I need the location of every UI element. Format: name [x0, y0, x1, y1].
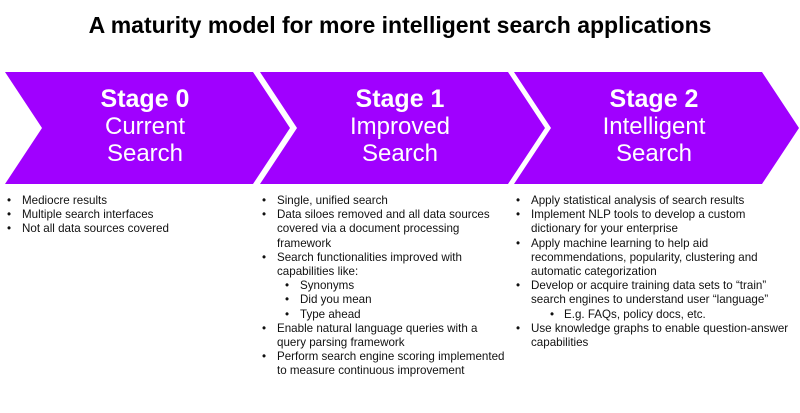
list-item: Synonyms [260, 279, 508, 293]
stage-0-bullets: Mediocre results Multiple search interfa… [5, 194, 245, 237]
stage-2-line1: Intelligent [602, 113, 706, 140]
chevron-arrow-shape [5, 72, 290, 184]
list-item: Develop or acquire training data sets to… [514, 279, 796, 307]
stage-1-line2: Search [361, 140, 439, 167]
list-item: Perform search engine scoring implemente… [260, 350, 508, 378]
list-item: Search functionalities improved with cap… [260, 251, 508, 279]
list-item: Use knowledge graphs to enable question-… [514, 322, 796, 350]
list-item: Apply machine learning to help aid recom… [514, 237, 796, 280]
list-item: Multiple search interfaces [5, 208, 245, 222]
stage-0-name: Stage 0 [100, 85, 190, 113]
stage-1-bullets: Single, unified search Data siloes remov… [260, 194, 508, 379]
stage-2-chevron: Stage 2 Intelligent Search [514, 72, 799, 184]
stage-2-bullets: Apply statistical analysis of search res… [514, 194, 796, 350]
stage-0-line1: Current [104, 113, 186, 140]
list-item: Not all data sources covered [5, 222, 245, 236]
list-item: Single, unified search [260, 194, 508, 208]
stage-2-name: Stage 2 [609, 85, 699, 113]
stage-0-label: Stage 0 Current Search [25, 85, 265, 168]
stage-2-label: Stage 2 Intelligent Search [534, 85, 774, 168]
stage-1-label: Stage 1 Improved Search [280, 85, 520, 168]
list-item: Mediocre results [5, 194, 245, 208]
chevron-arrow-shape [514, 72, 799, 184]
stage-1-name: Stage 1 [355, 85, 445, 113]
list-item: Type ahead [260, 308, 508, 322]
page-title: A maturity model for more intelligent se… [88, 12, 712, 38]
list-item: Did you mean [260, 293, 508, 307]
stage-0-line2: Search [106, 140, 184, 167]
list-item: Implement NLP tools to develop a custom … [514, 208, 796, 236]
stage-0-chevron: Stage 0 Current Search [5, 72, 290, 184]
list-item: E.g. FAQs, policy docs, etc. [514, 308, 796, 322]
list-item: Data siloes removed and all data sources… [260, 208, 508, 251]
list-item: Apply statistical analysis of search res… [514, 194, 796, 208]
stage-1-line1: Improved [349, 113, 451, 140]
stage-2-line2: Search [615, 140, 693, 167]
stage-1-chevron: Stage 1 Improved Search [260, 72, 545, 184]
chevron-arrow-shape [260, 72, 545, 184]
list-item: Enable natural language queries with a q… [260, 322, 508, 350]
